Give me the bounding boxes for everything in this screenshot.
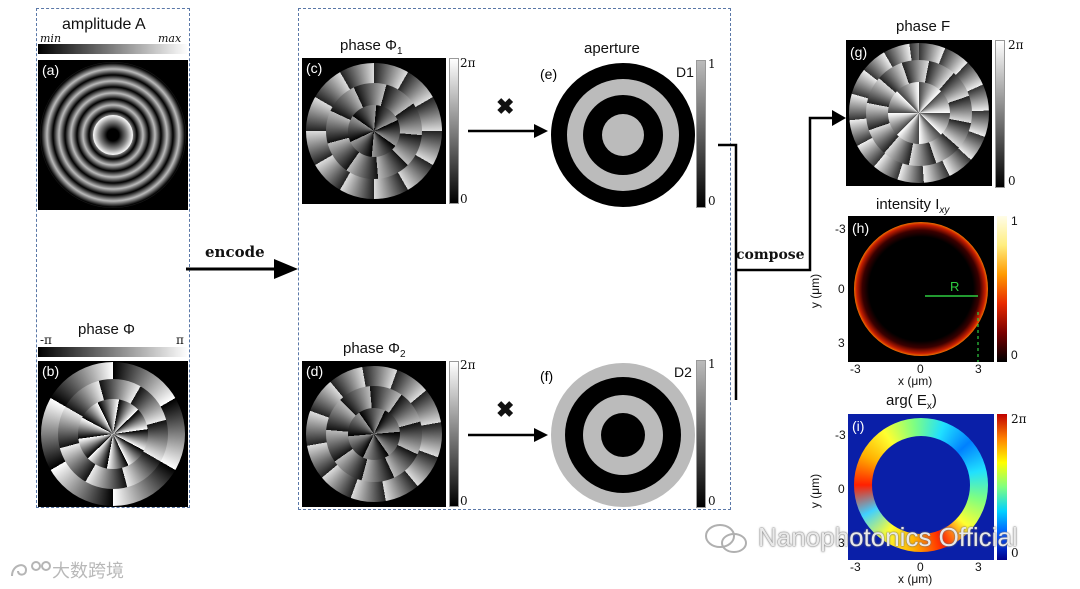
radius-label: R (950, 279, 959, 294)
colorbar-i-top: 2π (1011, 412, 1027, 426)
h-y-tick-neg3: -3 (835, 222, 846, 236)
colorbar-d (449, 361, 459, 507)
panel-f-label: (f) (540, 368, 553, 384)
amplitude-max-label: max (158, 32, 181, 45)
intensity-title: intensity Ixy (876, 196, 949, 216)
phase-phi-title: phase Φ (78, 321, 135, 338)
h-y-axis-label: y (μm) (808, 274, 822, 308)
phase-f-title: phase F (896, 18, 950, 35)
h-y-tick-3: 3 (838, 336, 845, 350)
d2-label: D2 (674, 364, 692, 380)
compose-label: compose (736, 247, 805, 263)
colorbar-h-top: 1 (1011, 214, 1018, 228)
colorbar-c-bottom: 0 (460, 192, 468, 206)
panel-a-amplitude (38, 60, 188, 210)
multiply-symbol-bottom: ✖ (496, 397, 514, 423)
h-x-tick-3: 3 (975, 362, 982, 376)
colorbar-e (696, 60, 706, 208)
amplitude-min-label: min (40, 32, 61, 45)
aperture-title: aperture (584, 40, 640, 57)
h-y-tick-0: 0 (838, 282, 845, 296)
colorbar-d-top: 2π (460, 358, 476, 372)
colorbar-e-one: 1 (708, 57, 716, 71)
panel-i-label: (i) (852, 418, 864, 434)
phase-gradient-bar (38, 347, 188, 357)
encode-arrow (186, 255, 306, 285)
i-x-tick-neg3: -3 (850, 560, 861, 574)
i-x-tick-3: 3 (975, 560, 982, 574)
phase2-title: phase Φ2 (343, 340, 406, 360)
arrow-c-to-e (468, 121, 558, 141)
multiply-symbol-top: ✖ (496, 94, 514, 120)
amplitude-title: amplitude A (62, 16, 146, 34)
d1-label: D1 (676, 64, 694, 80)
colorbar-g (995, 40, 1005, 188)
phase-pi-label: π (176, 333, 184, 347)
panel-b-phase (38, 361, 188, 507)
colorbar-c (449, 58, 459, 204)
panel-g-label: (g) (850, 44, 867, 60)
panel-a-label: (a) (42, 62, 59, 78)
panel-d-label: (d) (306, 363, 323, 379)
panel-g-phase-f (846, 40, 992, 186)
watermark-dashujiajing: 大数跨境 (52, 557, 124, 583)
colorbar-c-top: 2π (460, 56, 476, 70)
panel-d-phase2 (302, 361, 446, 507)
phase1-title: phase Φ1 (340, 37, 403, 57)
wechat-icon (702, 522, 752, 556)
colorbar-d-bottom: 0 (460, 494, 468, 508)
colorbar-f (696, 360, 706, 508)
panel-c-label: (c) (306, 60, 322, 76)
colorbar-g-bottom: 0 (1008, 174, 1016, 188)
panel-e-label: (e) (540, 66, 557, 82)
i-y-tick-0: 0 (838, 482, 845, 496)
radius-marker (848, 216, 994, 362)
panel-b-label: (b) (42, 363, 59, 379)
arrow-d-to-f (468, 425, 558, 445)
panel-c-phase1 (302, 58, 446, 204)
colorbar-h-bottom: 0 (1011, 348, 1018, 362)
i-y-axis-label: y (μm) (808, 474, 822, 508)
h-x-axis-label: x (μm) (898, 374, 932, 388)
colorbar-f-one: 1 (708, 357, 716, 371)
colorbar-h (997, 216, 1007, 362)
watermark-nanophotonics: Nanophotonics Official (758, 522, 1018, 553)
i-y-tick-neg3: -3 (835, 428, 846, 442)
amplitude-gradient-bar (38, 44, 188, 54)
phase-minus-pi-label: -π (40, 333, 52, 347)
arg-title: arg( Ex) (886, 392, 937, 412)
colorbar-g-top: 2π (1008, 38, 1024, 52)
h-x-tick-neg3: -3 (850, 362, 861, 376)
panel-f-aperture-d2 (548, 360, 698, 510)
colorbar-f-zero: 0 (708, 494, 716, 508)
colorbar-e-zero: 0 (708, 194, 716, 208)
panel-e-aperture-d1 (548, 60, 698, 210)
watermark-logo-icon (8, 558, 52, 580)
i-x-axis-label: x (μm) (898, 572, 932, 586)
